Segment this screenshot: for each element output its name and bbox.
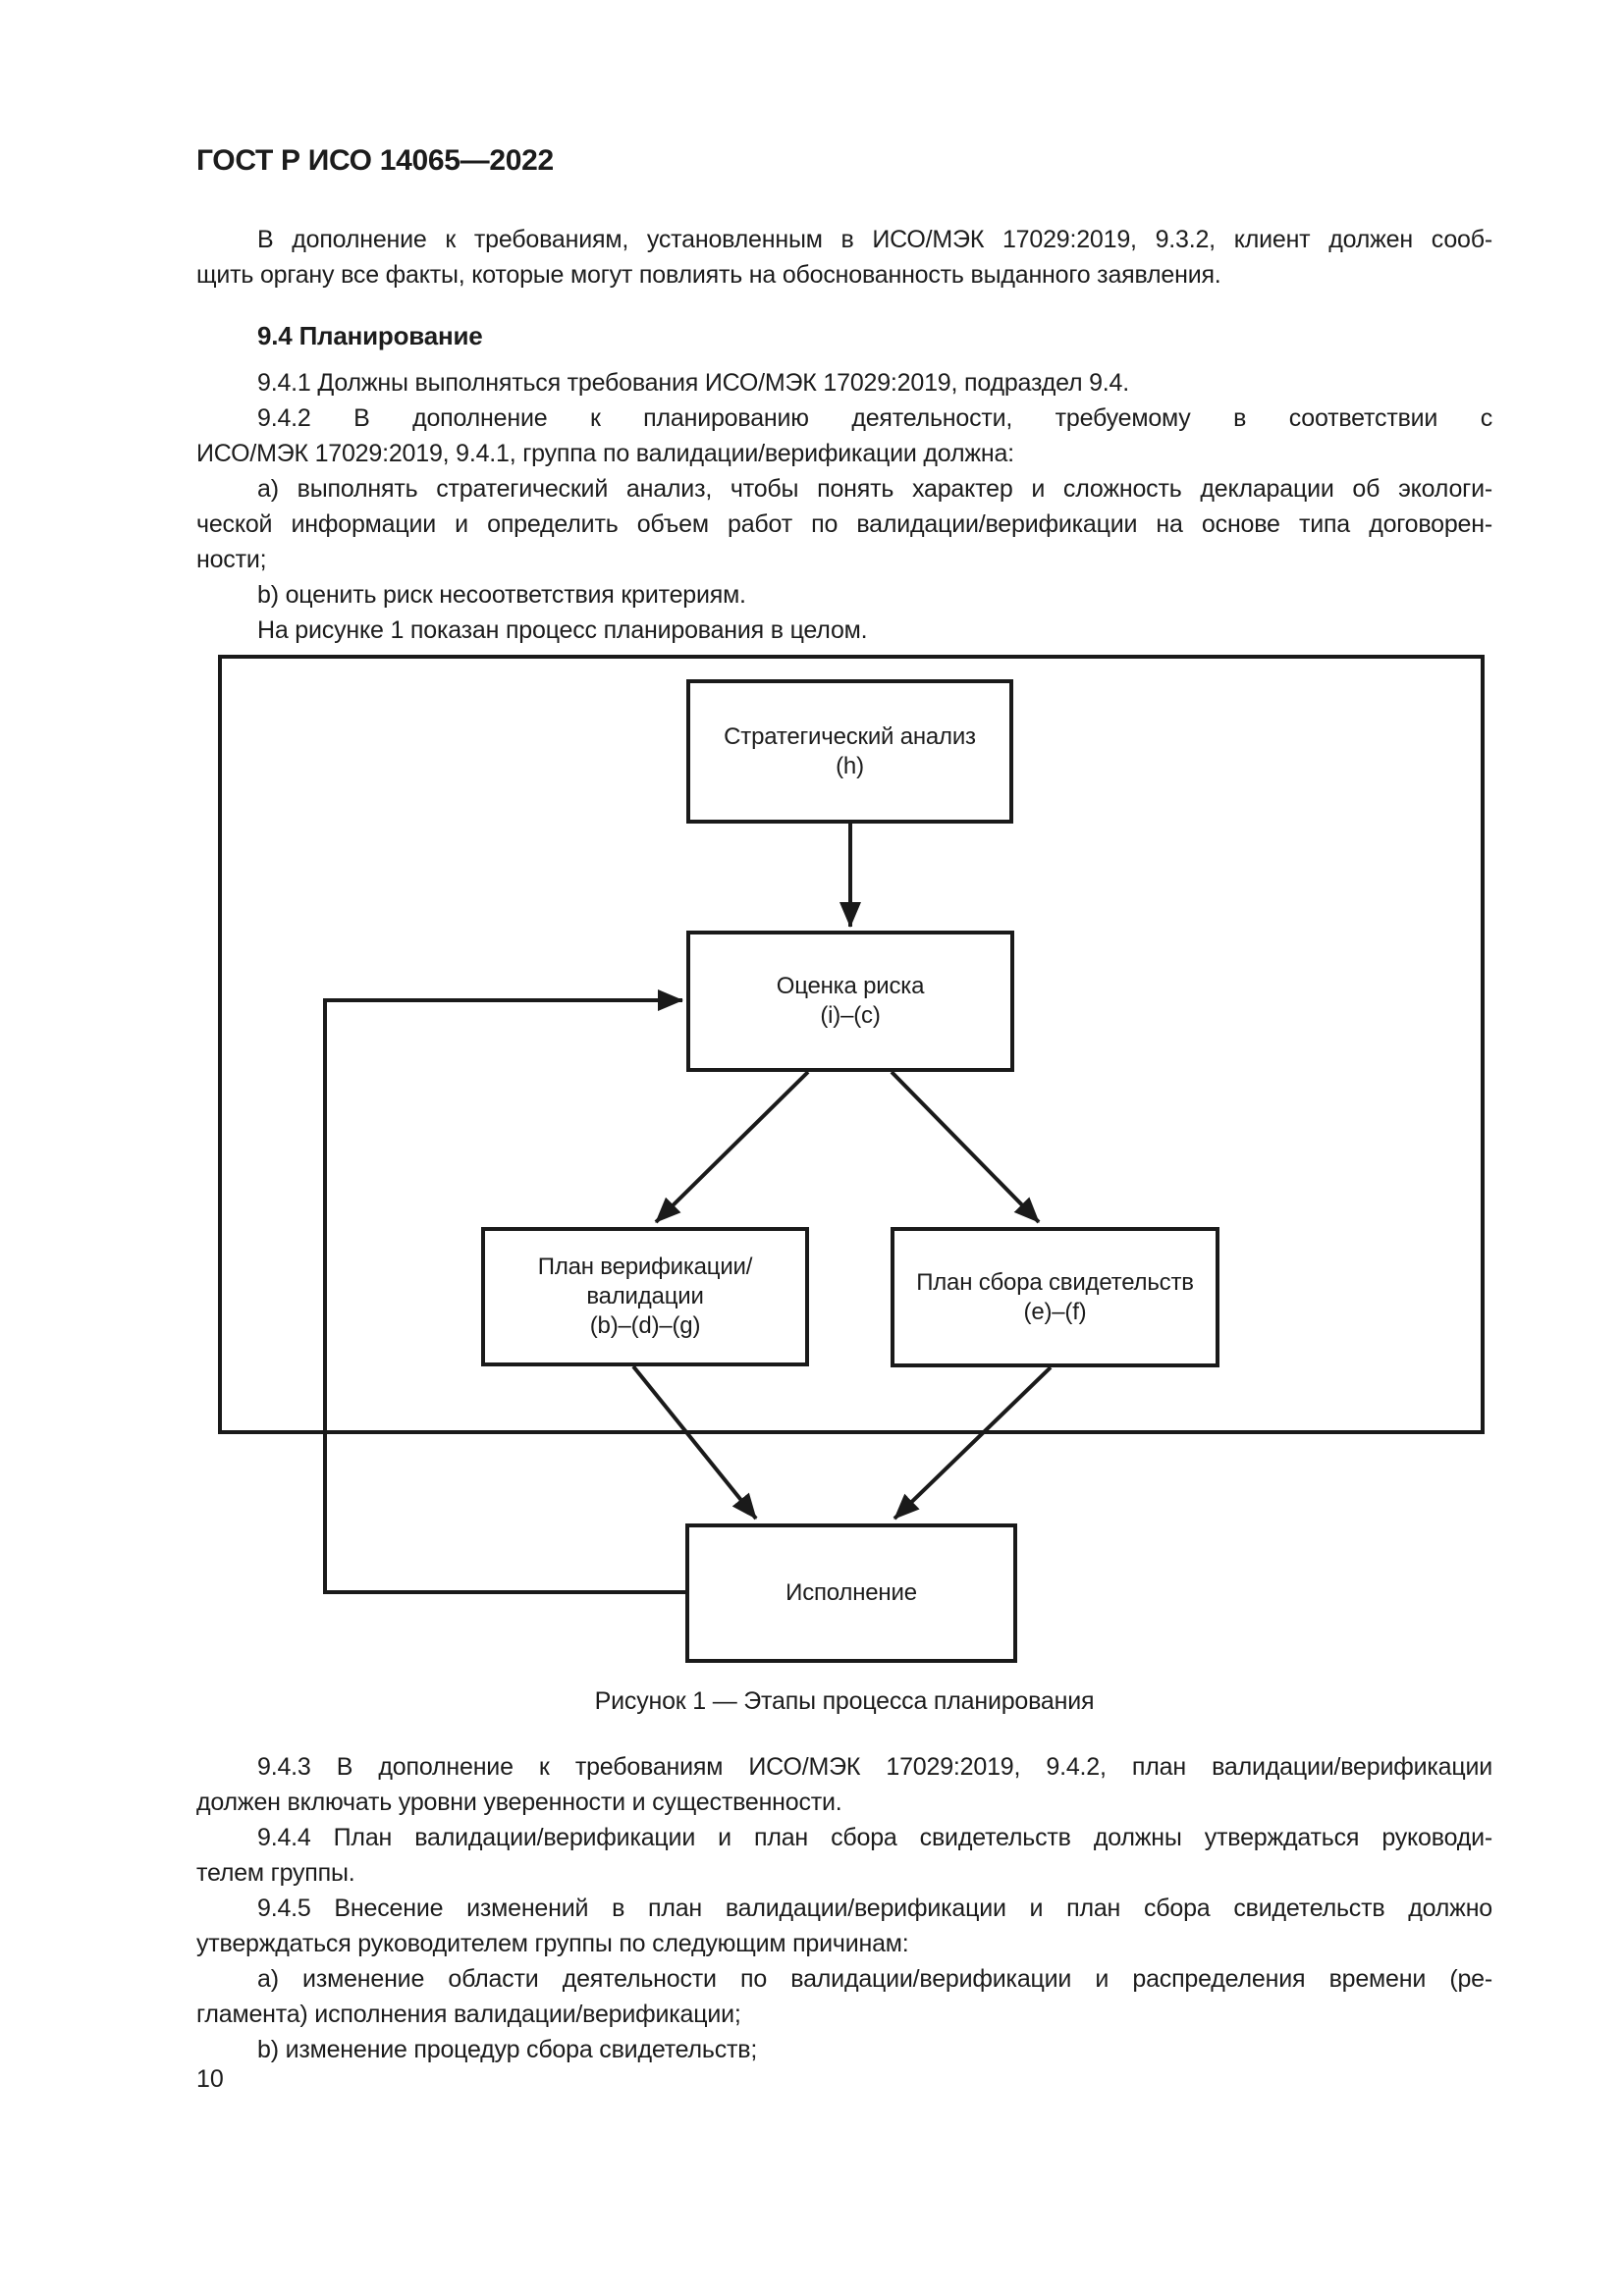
paragraph-figure-intro: На рисунке 1 показан процесс планировани…	[196, 613, 1492, 648]
box-label: (h)	[836, 752, 864, 779]
box-label: (i)–(c)	[820, 1002, 881, 1029]
box-label: Исполнение	[785, 1579, 917, 1606]
list-item-b-2: b) изменение процедур сбора свидетельств…	[196, 2032, 1492, 2067]
flowchart-outer-frame	[218, 655, 1485, 1434]
list-item-b: b) оценить риск несоответствия критериям…	[196, 577, 1492, 613]
text-line: 9.4.5 Внесение изменений в план валидаци…	[257, 1895, 1492, 1922]
text-line: В дополнение к требованиям, установленны…	[257, 226, 1492, 253]
text-line: На рисунке 1 показан процесс планировани…	[257, 616, 868, 644]
paragraph-9-4-2: 9.4.2 В дополнение к планированию деятел…	[196, 400, 1492, 471]
text-line: ИСО/МЭК 17029:2019, 9.4.1, группа по вал…	[196, 440, 1014, 467]
text-line: ческой информации и определить объем раб…	[196, 510, 1492, 538]
box-label: План сбора свидетельств	[916, 1268, 1194, 1296]
text-line: 9.4.2 В дополнение к планированию деятел…	[257, 404, 1492, 432]
text-line: ности;	[196, 546, 267, 573]
figure-caption: Рисунок 1 — Этапы процесса планирования	[594, 1687, 1095, 1715]
list-item-a-2: a) изменение области деятельности по вал…	[196, 1961, 1492, 2032]
box-label: валидации	[586, 1283, 704, 1309]
text-line: 9.4.3 В дополнение к требованиям ИСО/МЭК…	[257, 1753, 1492, 1781]
text-line: гламента) исполнения валидации/верификац…	[196, 2001, 741, 2028]
section-heading-9-4: 9.4 Планирование	[257, 321, 483, 350]
box-label: (b)–(d)–(g)	[589, 1312, 701, 1339]
arrow-risk-to-plan-evidence	[890, 1070, 1041, 1224]
text-line: утверждаться руководителем группы по сле…	[196, 1930, 909, 1957]
arrow-plan-evidence-to-execution	[893, 1365, 1053, 1521]
flowchart-box-execution: Исполнение	[685, 1523, 1017, 1663]
text-line: телем группы.	[196, 1859, 355, 1887]
flowchart-box-risk-assessment: Оценка риска (i)–(c)	[686, 931, 1014, 1072]
paragraph-9-4-4: 9.4.4 План валидации/верификации и план …	[196, 1820, 1492, 1891]
page-content: ГОСТ Р ИСО 14065—2022 В дополнение к тре…	[196, 0, 1492, 2067]
arrow-feedback-execution-to-risk	[323, 989, 685, 1594]
arrow-risk-to-plan-vv	[654, 1070, 810, 1224]
flowchart-connectors	[323, 824, 1053, 1594]
arrow-plan-vv-to-execution	[631, 1364, 758, 1521]
flowchart-box-plan-evidence-collection: План сбора свидетельств (e)–(f)	[891, 1227, 1219, 1367]
text-line: b) изменение процедур сбора свидетельств…	[257, 2036, 758, 2063]
box-label: План верификации/	[537, 1254, 753, 1280]
text-line: 9.4.1 Должны выполняться требования ИСО/…	[257, 369, 1129, 397]
text-line: щить органу все факты, которые могут пов…	[196, 261, 1221, 289]
text-line: a) выполнять стратегический анализ, чтоб…	[257, 475, 1492, 503]
box-label: (e)–(f)	[1023, 1298, 1087, 1325]
flowchart-box-strategic-analysis: Стратегический анализ (h)	[686, 679, 1013, 824]
text-line: 9.4.4 План валидации/верификации и план …	[257, 1824, 1492, 1851]
paragraph-intro: В дополнение к требованиям, установленны…	[196, 222, 1492, 293]
text-line: должен включать уровни уверенности и сущ…	[196, 1789, 842, 1816]
list-item-a: a) выполнять стратегический анализ, чтоб…	[196, 471, 1492, 577]
paragraph-9-4-5: 9.4.5 Внесение изменений в план валидаци…	[196, 1891, 1492, 1961]
box-label: Стратегический анализ	[724, 722, 976, 750]
paragraph-9-4-3: 9.4.3 В дополнение к требованиям ИСО/МЭК…	[196, 1749, 1492, 1820]
flowchart-box-plan-verification-validation: План верификации/ валидации (b)–(d)–(g)	[481, 1227, 809, 1366]
text-line: b) оценить риск несоответствия критериям…	[257, 581, 746, 609]
page-number: 10	[196, 2065, 224, 2093]
figure-1-flowchart: Стратегический анализ (h) Оценка риска (…	[196, 655, 1492, 1666]
paragraph-9-4-1: 9.4.1 Должны выполняться требования ИСО/…	[196, 365, 1492, 400]
running-header: ГОСТ Р ИСО 14065—2022	[196, 144, 554, 177]
box-label: Оценка риска	[776, 973, 925, 999]
text-line: a) изменение области деятельности по вал…	[257, 1965, 1492, 1993]
after-figure-text: 9.4.3 В дополнение к требованиям ИСО/МЭК…	[196, 1749, 1492, 2067]
